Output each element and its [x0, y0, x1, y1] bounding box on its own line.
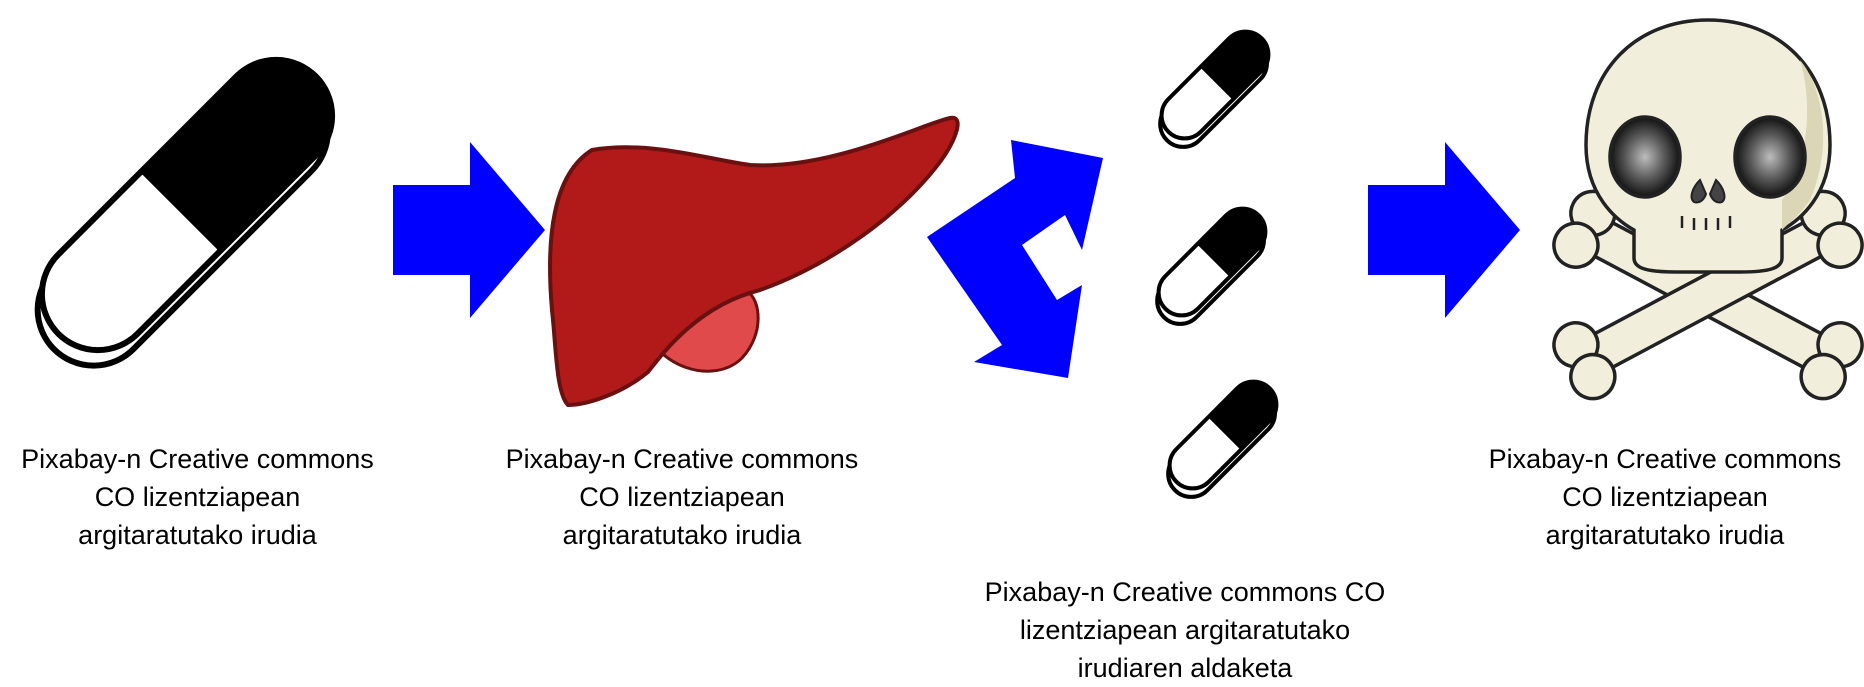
pills-caption: Pixabay-n Creative commons CO lizentziap… [960, 573, 1410, 687]
liver-caption: Pixabay-n Creative commons CO lizentziap… [482, 440, 882, 554]
caption-line: irudiaren aldaketa [960, 649, 1410, 687]
caption-line: lizentziapean argitaratutako [960, 611, 1410, 649]
pill-icon [9, 37, 361, 389]
caption-line: CO lizentziapean [482, 478, 882, 516]
small-pill-icon [1155, 372, 1289, 506]
caption-line: Pixabay-n Creative commons [0, 440, 395, 478]
cycle-arrows-icon [927, 140, 1103, 378]
skull-crossbones-icon [1546, 20, 1864, 406]
arrow-right-icon [1368, 142, 1520, 318]
pill-caption: Pixabay-n Creative commons CO lizentziap… [0, 440, 395, 554]
small-pill-icon [1147, 22, 1281, 156]
caption-line: argitaratutako irudia [482, 516, 882, 554]
liver-icon [550, 118, 958, 405]
caption-line: CO lizentziapean [0, 478, 395, 516]
arrow-right-icon [393, 142, 545, 318]
skull-caption: Pixabay-n Creative commons CO lizentziap… [1470, 440, 1860, 554]
small-pill-icon [1144, 199, 1278, 333]
caption-line: Pixabay-n Creative commons CO [960, 573, 1410, 611]
caption-line: argitaratutako irudia [0, 516, 395, 554]
caption-line: Pixabay-n Creative commons [482, 440, 882, 478]
caption-line: Pixabay-n Creative commons [1470, 440, 1860, 478]
caption-line: CO lizentziapean [1470, 478, 1860, 516]
caption-line: argitaratutako irudia [1470, 516, 1860, 554]
